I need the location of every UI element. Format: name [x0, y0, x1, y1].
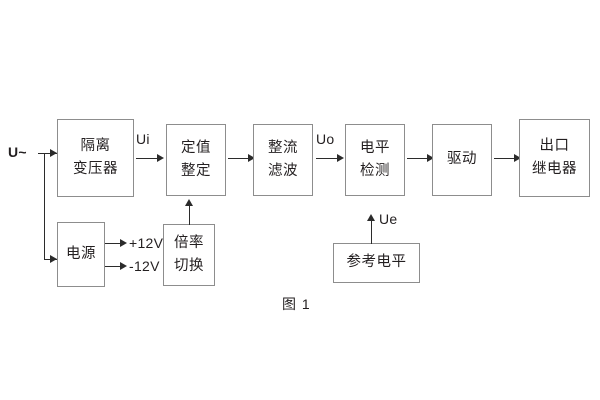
block-setting-value-line1: 定值	[181, 139, 211, 156]
arrow-into-output-relay-icon	[514, 154, 521, 162]
block-rectify-filter-line2: 滤波	[268, 163, 298, 179]
block-level-detection-line2: 检测	[360, 163, 390, 179]
figure-caption: 图 1	[282, 296, 311, 312]
arrow-into-rectify-icon	[248, 154, 255, 162]
arrow-into-drive-icon	[427, 154, 434, 162]
block-setting-value-line2: 整定	[181, 163, 211, 179]
signal-label-ue: Ue	[379, 211, 398, 227]
block-power-supply[interactable]: 电源	[57, 222, 105, 287]
block-level-detection-line1: 电平	[360, 139, 390, 156]
block-isolation-transformer-line1: 隔离	[80, 137, 111, 154]
input-branch-vertical-line	[44, 153, 45, 260]
arrow-rail-negative-icon	[120, 262, 127, 270]
drive-to-output-relay-line	[494, 158, 516, 159]
block-multiplier-switch-line1: 倍率	[174, 234, 204, 251]
rectify-to-level-line	[316, 158, 339, 159]
transformer-to-setting-line	[136, 158, 159, 159]
arrow-into-power-supply-icon	[50, 255, 57, 263]
block-isolation-transformer-line2: 变压器	[73, 161, 118, 177]
arrow-rail-positive-icon	[120, 239, 127, 247]
reference-to-level-detection-line	[371, 219, 372, 244]
signal-label-uo: Uo	[316, 131, 335, 147]
rail-negative-label: -12V	[129, 258, 160, 274]
rail-negative-line	[105, 266, 122, 267]
block-power-supply-line1: 电源	[66, 245, 96, 262]
level-to-drive-line	[407, 158, 429, 159]
block-output-relay-line2: 继电器	[532, 161, 577, 177]
block-isolation-transformer[interactable]: 隔离 变压器	[57, 119, 134, 197]
block-level-detection[interactable]: 电平 检测	[345, 124, 405, 196]
block-output-relay-line1: 出口	[539, 137, 570, 154]
block-rectify-filter[interactable]: 整流 滤波	[253, 124, 313, 196]
block-multiplier-switch-line2: 切换	[174, 258, 204, 274]
arrow-into-level-detection-from-reference-icon	[367, 214, 375, 221]
arrow-into-transformer-icon	[50, 149, 57, 157]
arrow-into-level-detection-icon	[337, 154, 344, 162]
signal-label-ui: Ui	[136, 131, 150, 147]
block-drive[interactable]: 驱动	[432, 124, 492, 196]
input-source-label: U~	[8, 144, 27, 160]
arrow-into-setting-icon	[157, 154, 164, 162]
block-reference-level-line1: 参考电平	[346, 254, 407, 271]
setting-to-rectify-line	[228, 158, 250, 159]
rail-positive-label: +12V	[129, 235, 164, 251]
arrow-into-setting-from-multiplier-icon	[185, 199, 193, 206]
rail-positive-line	[105, 243, 122, 244]
block-multiplier-switch[interactable]: 倍率 切换	[163, 224, 215, 286]
block-output-relay[interactable]: 出口 继电器	[519, 119, 590, 197]
multiplier-to-setting-line	[189, 204, 190, 225]
block-reference-level[interactable]: 参考电平	[333, 243, 420, 283]
block-drive-line1: 驱动	[447, 151, 477, 168]
block-rectify-filter-line1: 整流	[268, 139, 298, 156]
block-setting-value[interactable]: 定值 整定	[166, 124, 226, 196]
